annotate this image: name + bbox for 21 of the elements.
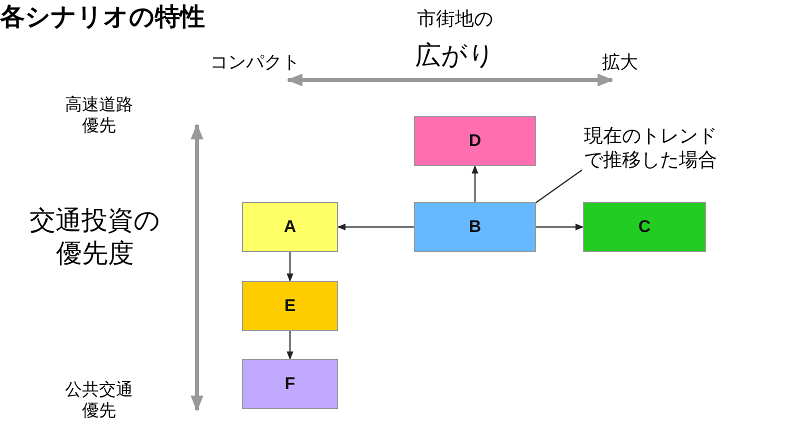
scenario-box: C	[583, 202, 706, 252]
arrow	[472, 165, 478, 202]
axis-label: 広がり	[414, 40, 496, 72]
axis-label: 高速道路優先	[64, 95, 134, 138]
arrow	[337, 224, 414, 230]
arrow	[286, 331, 294, 360]
leader-line	[534, 170, 582, 204]
scenario-box: F	[242, 359, 338, 409]
axis-label: 拡大	[601, 52, 639, 74]
scenario-box: D	[414, 116, 536, 166]
axis-label: 交通投資の優先度	[28, 205, 162, 270]
title: 各シナリオの特性	[0, 1, 205, 33]
arrow	[536, 224, 584, 230]
arrow	[286, 252, 294, 282]
scenario-box: A	[242, 202, 338, 252]
callout-text: 現在のトレンドで推移した場合	[584, 125, 726, 172]
axis-label: コンパクト	[209, 52, 301, 74]
axis-label: 公共交通優先	[64, 380, 134, 422]
axis-label: 市街地の	[416, 8, 494, 32]
scenario-box: E	[242, 281, 338, 331]
scenario-box: B	[414, 202, 536, 252]
